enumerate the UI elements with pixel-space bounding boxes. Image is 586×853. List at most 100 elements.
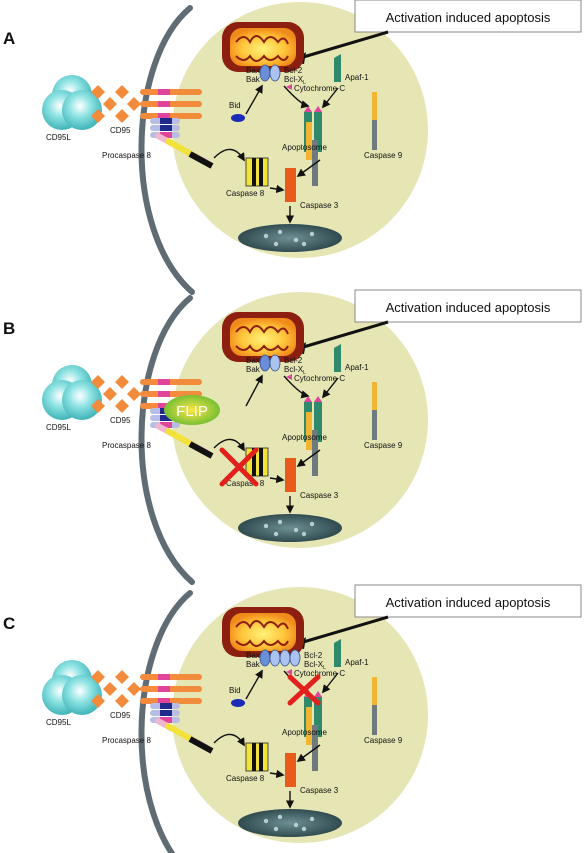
arrow-apoptosome-casp3 xyxy=(296,159,321,177)
apoptosome-label: Apoptosome xyxy=(282,433,327,442)
bak-label: Bak xyxy=(246,365,261,374)
mitochondrion-cristae xyxy=(235,620,289,630)
apoptosome-cytc xyxy=(304,106,312,112)
caspase3-shape xyxy=(285,168,296,202)
bclxl-label: Bcl-XL xyxy=(284,365,306,376)
cd95-receptor-domain xyxy=(91,375,105,389)
callout-label: Activation induced apoptosis xyxy=(386,10,551,25)
cytochrome-c-label: Cytochrome C xyxy=(294,84,345,93)
bcl2-label: Bcl-2 xyxy=(284,66,303,75)
cd95-receptor-domain xyxy=(115,85,129,99)
mitochondrion-cristae xyxy=(235,35,289,45)
apaf1-label: Apaf-1 xyxy=(345,363,369,372)
apoptosome-caspase9-top xyxy=(306,707,312,745)
chromatin-fragment xyxy=(301,826,307,832)
chromatin-fragment xyxy=(309,231,315,237)
cell-membrane xyxy=(138,295,195,585)
fadd-dead xyxy=(160,422,172,428)
arrow-bid-mito xyxy=(245,84,263,115)
mitochondrion-matrix xyxy=(230,613,296,651)
cytochrome-c-label: Cytochrome C xyxy=(294,669,345,678)
cd95-death-domain xyxy=(158,101,170,107)
cd95-receptor-domain xyxy=(91,670,105,684)
panel-letter: B xyxy=(3,319,15,338)
apoptosome-cytc xyxy=(314,106,322,112)
cd95-label: CD95 xyxy=(110,416,131,425)
cd95-death-domain xyxy=(158,113,170,119)
cd95-transmembrane xyxy=(140,379,202,385)
mitochondrion-cristae xyxy=(235,54,289,62)
callout-box xyxy=(354,0,582,33)
cd95-receptor-domain xyxy=(127,97,141,111)
bcl-extra-channel xyxy=(279,649,291,667)
chromatin-fragment xyxy=(309,521,315,527)
mitochondrion-matrix xyxy=(230,318,296,356)
fragmented-nucleus xyxy=(238,809,342,837)
fadd-dead xyxy=(160,703,172,709)
callout-pointer xyxy=(299,30,389,60)
apoptosome-right xyxy=(314,697,322,737)
chromatin-fragment xyxy=(301,531,307,537)
caspase8-subunit xyxy=(259,448,263,476)
bax-bak-channel xyxy=(259,64,271,82)
arrow-cytc-apoptosome xyxy=(283,375,310,399)
caspase9-bottom xyxy=(372,705,377,735)
cell-membrane xyxy=(138,590,193,853)
bax-bak-channel xyxy=(259,649,271,667)
bcl2-channel xyxy=(269,64,281,82)
caspase8-shape xyxy=(245,742,269,772)
bclxl-label: Bcl-XL xyxy=(284,75,306,86)
chromatin-fragment xyxy=(273,826,279,832)
bax-bak-channel xyxy=(259,354,271,372)
fadd-dead xyxy=(160,710,172,716)
apoptosome-label: Apoptosome xyxy=(282,143,327,152)
cd95-receptor-domain xyxy=(91,694,105,708)
cd95l-label: CD95L xyxy=(46,718,71,727)
caspase8-subunit xyxy=(252,448,256,476)
mitochondrion-cristae xyxy=(235,325,289,335)
chromatin-fragment xyxy=(309,816,315,822)
fadd-dead xyxy=(160,717,172,723)
cell-membrane xyxy=(138,5,195,295)
fragmented-nucleus xyxy=(238,514,342,542)
panel-letter: C xyxy=(3,614,15,633)
bclxl-subscript: L xyxy=(303,370,306,376)
cd95-label: CD95 xyxy=(110,126,131,135)
bid-label: Bid xyxy=(229,686,241,695)
caspase8-subunit xyxy=(252,158,256,186)
cd95-receptor-domain xyxy=(115,375,129,389)
arrow-apoptosome-casp3 xyxy=(296,449,321,467)
mitochondrion-cristae xyxy=(235,344,289,352)
callout-label: Activation induced apoptosis xyxy=(386,595,551,610)
cd95-transmembrane xyxy=(140,101,202,107)
cd95-label: CD95 xyxy=(110,711,131,720)
cytochrome-c-marker xyxy=(286,84,292,90)
bax-label: Bax xyxy=(246,651,260,660)
fadd-dead xyxy=(160,118,172,124)
chromatin-fragment xyxy=(293,527,299,533)
flip-label: FLIP xyxy=(176,403,208,420)
cd95-receptor-domain xyxy=(91,399,105,413)
bid-shape xyxy=(231,699,245,707)
mitochondrion-cristae xyxy=(235,639,289,647)
cd95-death-domain xyxy=(158,674,170,680)
cd95-death-domain xyxy=(158,698,170,704)
chromatin-fragment xyxy=(301,241,307,247)
chromatin-fragment xyxy=(263,233,269,239)
callout-pointer xyxy=(299,320,389,350)
bax-label: Bax xyxy=(246,66,260,75)
caspase8-subunit xyxy=(259,158,263,186)
chromatin-fragment xyxy=(293,237,299,243)
caspase8-label: Caspase 8 xyxy=(226,479,265,488)
cytochrome-c-marker xyxy=(286,669,292,675)
cd95l-label: CD95L xyxy=(46,423,71,432)
caspase8-subunit xyxy=(259,743,263,771)
caspase9-top xyxy=(372,382,377,410)
arrow-casp8-casp3 xyxy=(269,474,285,484)
apoptosome-caspase9-top xyxy=(306,122,312,160)
bid-shape xyxy=(231,114,245,122)
caspase3-label: Caspase 3 xyxy=(300,491,339,500)
fadd-dead xyxy=(160,415,172,421)
